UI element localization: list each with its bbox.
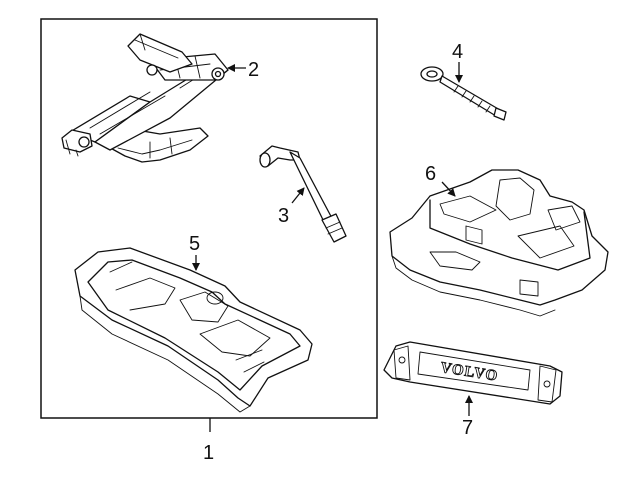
towing-eye	[420, 66, 507, 121]
scissor-jack	[61, 33, 229, 163]
cover-strip: VOLVO	[383, 341, 563, 405]
callout-5: 5	[189, 233, 200, 255]
callout-3: 3	[278, 205, 289, 227]
callout-2: 2	[248, 59, 259, 81]
leader-3	[291, 187, 305, 204]
callout-4: 4	[452, 41, 463, 63]
callout-6: 6	[425, 163, 436, 185]
foam-tray	[74, 247, 313, 413]
foam-holder	[389, 169, 609, 317]
callout-7: 7	[462, 417, 473, 439]
lug-wrench	[259, 145, 347, 243]
callout-1: 1	[203, 442, 214, 464]
kit-group-frame	[40, 18, 378, 419]
leader-6	[441, 181, 456, 197]
